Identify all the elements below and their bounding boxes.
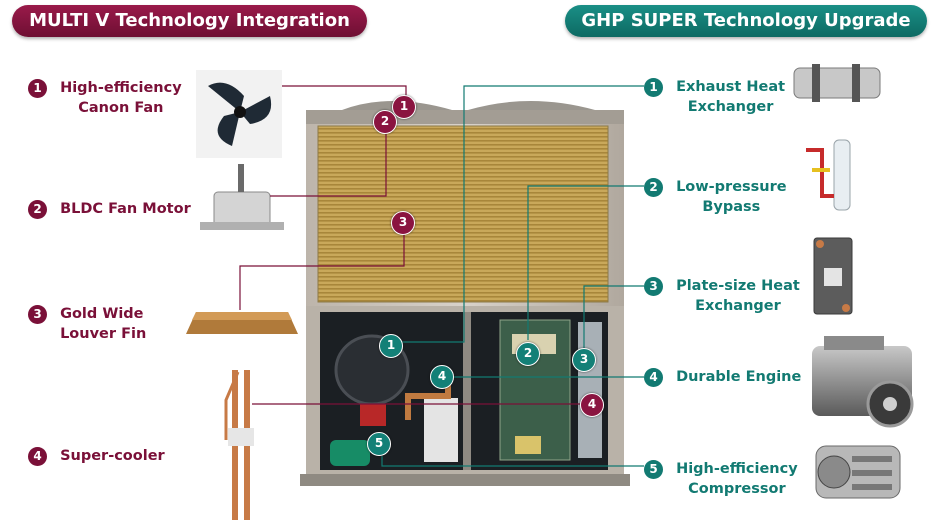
ghp-item-3-number: 3 — [644, 276, 663, 296]
ghp-item-2-number: 2 — [644, 177, 663, 197]
multi-v-item-3: 3 Gold Wide Louver Fin — [28, 304, 146, 344]
outdoor-unit — [300, 101, 630, 486]
multi-v-item-2-number: 2 — [28, 199, 47, 219]
engine-icon — [812, 336, 914, 428]
unit-divider — [463, 312, 471, 470]
ghp-item-3-line2: Exchanger — [695, 298, 781, 314]
leader-left-3 — [239, 234, 405, 310]
ghp-item-2-line1: Low-pressure — [676, 179, 787, 195]
ghp-item-1-line2: Exchanger — [687, 99, 774, 115]
leader-right-5 — [381, 456, 644, 467]
unit-badge-right-4: 4 — [430, 365, 454, 389]
board-chip-2 — [515, 436, 541, 454]
unit-badge-left-4: 4 — [580, 393, 604, 417]
ghp-item-5: 5 High-efficiency Compressor — [644, 459, 798, 499]
ghp-item-1-number: 1 — [644, 77, 663, 97]
multi-v-item-1-number: 1 — [28, 78, 47, 98]
red-valve — [360, 404, 386, 426]
copper-pipe — [405, 380, 451, 420]
plate-heat-exchanger-icon — [813, 237, 853, 315]
multi-v-item-4-line1: Super-cooler — [60, 448, 165, 464]
super-cooler-icon — [224, 370, 254, 520]
bypass-valve-icon — [806, 139, 851, 211]
unit-badge-left-3: 3 — [391, 211, 415, 235]
ghp-leaders — [381, 85, 644, 467]
multi-v-item-3-number: 3 — [28, 304, 47, 324]
ghp-item-2-line2: Bypass — [702, 199, 761, 215]
ghp-item-1-line1: Exhaust Heat — [676, 79, 786, 95]
ghp-item-1: 1 Exhaust Heat Exchanger — [644, 77, 785, 117]
ghp-super-title: GHP SUPER Technology Upgrade — [565, 5, 927, 37]
ghp-item-2: 2 Low-pressure Bypass — [644, 177, 787, 217]
unit-badge-right-3: 3 — [572, 348, 596, 372]
ghp-item-4-line1: Durable Engine — [676, 369, 802, 385]
ghp-item-5-number: 5 — [644, 459, 663, 479]
unit-base — [300, 474, 630, 486]
multi-v-item-1-line2: Canon Fan — [78, 100, 164, 116]
multi-v-item-1: 1 High-efficiency Canon Fan — [28, 78, 182, 118]
unit-badge-right-5: 5 — [367, 432, 391, 456]
fan-motor-icon — [200, 164, 284, 230]
unit-badge-left-1: 1 — [392, 95, 416, 119]
ghp-item-3: 3 Plate-size Heat Exchanger — [644, 276, 800, 316]
ghp-item-3-line1: Plate-size Heat — [676, 278, 800, 294]
green-compressor — [330, 440, 370, 466]
fan-blade-icon — [196, 70, 282, 158]
multi-v-item-2: 2 BLDC Fan Motor — [28, 199, 191, 219]
ghp-item-5-line2: Compressor — [688, 481, 786, 497]
leader-left-2 — [270, 126, 387, 197]
white-tank — [424, 398, 458, 462]
unit-badge-left-2: 2 — [373, 110, 397, 134]
multi-v-item-3-line2: Louver Fin — [60, 326, 147, 342]
multi-v-item-4-number: 4 — [28, 446, 47, 466]
fan-guard-right — [468, 101, 595, 110]
louver-fin-icon — [186, 312, 298, 334]
multi-v-title: MULTI V Technology Integration — [12, 5, 367, 37]
ghp-item-4-number: 4 — [644, 367, 663, 387]
multi-v-item-1-line1: High-efficiency — [60, 80, 182, 96]
gold-louver-panel — [317, 125, 609, 303]
unit-badge-right-1: 1 — [379, 334, 403, 358]
plate-exchanger — [578, 322, 602, 458]
leader-right-1 — [402, 85, 644, 343]
unit-badge-right-2: 2 — [516, 342, 540, 366]
exhaust-heat-exchanger-icon — [793, 64, 881, 102]
unit-top-rim — [306, 110, 624, 124]
multi-v-item-4: 4 Super-cooler — [28, 446, 165, 466]
compressor-icon — [815, 445, 901, 499]
leader-right-2 — [527, 185, 644, 340]
leader-right-3 — [583, 285, 644, 348]
ghp-item-4: 4 Durable Engine — [644, 367, 801, 387]
multi-v-item-2-line1: BLDC Fan Motor — [60, 201, 191, 217]
ghp-item-5-line1: High-efficiency — [676, 461, 798, 477]
multi-v-item-3-line1: Gold Wide — [60, 306, 144, 322]
